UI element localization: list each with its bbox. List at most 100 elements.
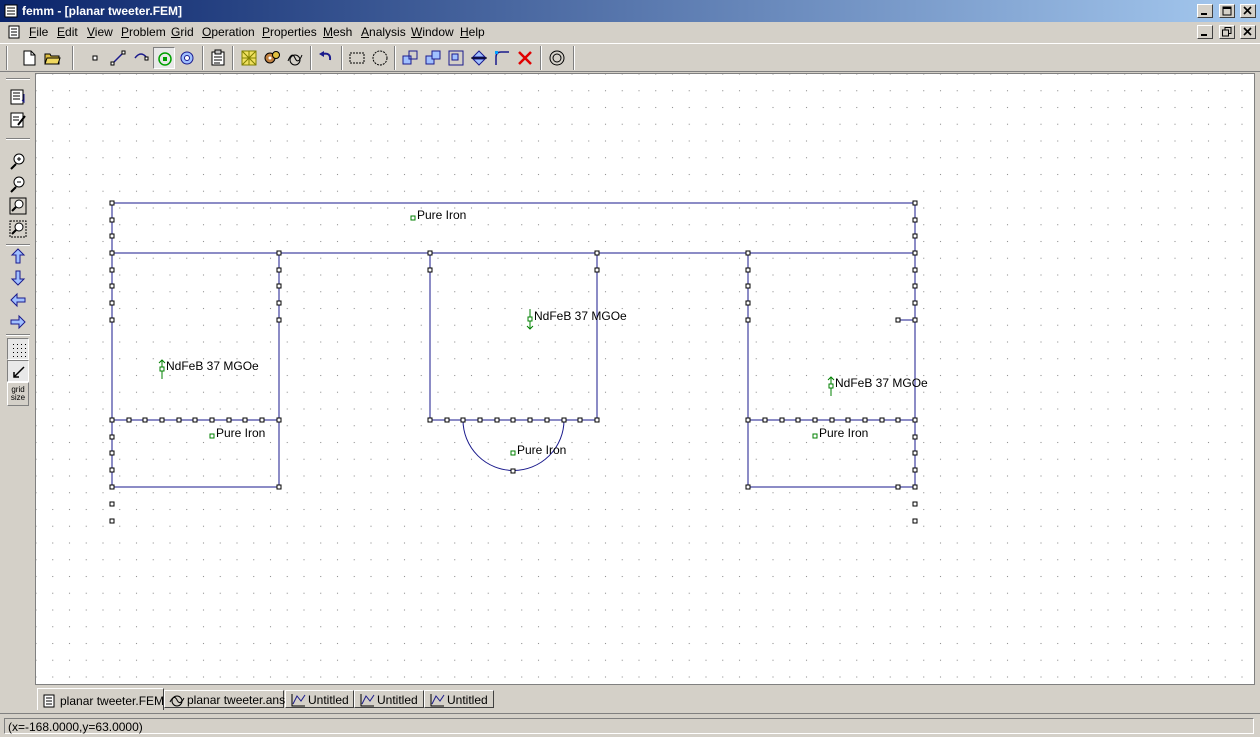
move-button[interactable] <box>399 47 421 69</box>
tab-untitled-3[interactable]: Untitled <box>424 690 494 708</box>
node-point[interactable] <box>109 467 115 473</box>
node-point[interactable] <box>745 417 751 423</box>
node-point[interactable] <box>109 501 115 507</box>
node-point[interactable] <box>862 417 868 423</box>
node-point[interactable] <box>494 417 500 423</box>
node-point[interactable] <box>812 417 818 423</box>
node-point[interactable] <box>510 468 516 474</box>
node-point[interactable] <box>745 250 751 256</box>
menu-file[interactable]: File <box>29 25 49 39</box>
node-point[interactable] <box>109 417 115 423</box>
node-point[interactable] <box>745 267 751 273</box>
node-point[interactable] <box>226 417 232 423</box>
block-label-pure-iron-top[interactable]: Pure Iron <box>410 208 466 222</box>
drawing-canvas[interactable]: Pure Iron NdFeB 37 MGOe NdFeB 37 MGOe Nd… <box>35 73 1255 685</box>
node-point[interactable] <box>912 434 918 440</box>
node-point[interactable] <box>762 417 768 423</box>
node-point[interactable] <box>845 417 851 423</box>
doc-minimize-button[interactable] <box>1197 25 1214 39</box>
node-point[interactable] <box>912 233 918 239</box>
menu-grid[interactable]: Grid <box>171 25 194 39</box>
block-label-mode-button[interactable] <box>153 47 175 69</box>
node-point[interactable] <box>109 450 115 456</box>
node-point[interactable] <box>594 250 600 256</box>
block-label-ndfeb-right[interactable]: NdFeB 37 MGOe <box>828 376 928 390</box>
block-label-pure-iron-right[interactable]: Pure Iron <box>812 426 868 440</box>
create-mesh-button[interactable] <box>238 47 260 69</box>
node-point[interactable] <box>912 467 918 473</box>
model-drawing[interactable]: Pure Iron NdFeB 37 MGOe NdFeB 37 MGOe Nd… <box>36 74 1254 684</box>
snap-grid-button[interactable] <box>7 360 29 382</box>
node-point[interactable] <box>276 317 282 323</box>
select-circle-button[interactable] <box>369 47 391 69</box>
node-point[interactable] <box>460 417 466 423</box>
node-point[interactable] <box>142 417 148 423</box>
select-box-button[interactable] <box>346 47 368 69</box>
node-point[interactable] <box>895 417 901 423</box>
node-point[interactable] <box>209 417 215 423</box>
node-mode-button[interactable] <box>84 47 106 69</box>
menu-edit[interactable]: Edit <box>57 25 78 39</box>
node-point[interactable] <box>745 484 751 490</box>
arc-segment-mode-button[interactable] <box>130 47 152 69</box>
node-point[interactable] <box>109 233 115 239</box>
node-point[interactable] <box>544 417 550 423</box>
menu-properties[interactable]: Properties <box>262 25 317 39</box>
fillet-button[interactable] <box>491 47 513 69</box>
menu-help[interactable]: Help <box>460 25 485 39</box>
node-point[interactable] <box>109 300 115 306</box>
block-label-pure-iron-left[interactable]: Pure Iron <box>209 426 265 440</box>
show-grid-button[interactable] <box>7 338 29 360</box>
maximize-button[interactable] <box>1218 4 1235 18</box>
node-point[interactable] <box>276 283 282 289</box>
menu-mesh[interactable]: Mesh <box>323 25 353 39</box>
node-point[interactable] <box>109 200 115 206</box>
block-label-ndfeb-left[interactable]: NdFeB 37 MGOe <box>159 359 259 373</box>
node-point[interactable] <box>109 317 115 323</box>
view-results-button[interactable] <box>284 47 306 69</box>
node-point[interactable] <box>126 417 132 423</box>
show-block-names-button[interactable] <box>7 86 29 108</box>
node-point[interactable] <box>912 283 918 289</box>
node-point[interactable] <box>912 300 918 306</box>
node-point[interactable] <box>745 300 751 306</box>
tab-planar-tweeter-ans[interactable]: planar tweeter.ans <box>164 690 285 708</box>
node-point[interactable] <box>276 267 282 273</box>
menu-analysis[interactable]: Analysis <box>361 25 406 39</box>
tab-untitled-1[interactable]: Untitled <box>285 690 354 708</box>
node-point[interactable] <box>895 317 901 323</box>
node-point[interactable] <box>444 417 450 423</box>
node-point[interactable] <box>109 217 115 223</box>
node-point[interactable] <box>477 417 483 423</box>
zoom-window-button[interactable] <box>7 218 29 240</box>
node-point[interactable] <box>427 250 433 256</box>
node-point[interactable] <box>745 317 751 323</box>
node-point[interactable] <box>276 250 282 256</box>
node-point[interactable] <box>109 283 115 289</box>
open-file-button[interactable] <box>41 47 63 69</box>
menu-view[interactable]: View <box>87 25 113 39</box>
document-icon[interactable] <box>8 25 20 39</box>
node-point[interactable] <box>912 267 918 273</box>
node-point[interactable] <box>109 250 115 256</box>
zoom-natural-button[interactable] <box>7 195 29 217</box>
node-point[interactable] <box>912 450 918 456</box>
pan-down-button[interactable] <box>7 267 29 289</box>
node-point[interactable] <box>176 417 182 423</box>
node-point[interactable] <box>259 417 265 423</box>
title-bar[interactable]: femm - [planar tweeter.FEM] <box>0 0 1260 22</box>
node-point[interactable] <box>912 417 918 423</box>
node-point[interactable] <box>795 417 801 423</box>
block-label-ndfeb-center[interactable]: NdFeB 37 MGOe <box>527 309 627 323</box>
menu-window[interactable]: Window <box>411 25 454 39</box>
pan-left-button[interactable] <box>7 289 29 311</box>
node-point[interactable] <box>276 484 282 490</box>
copy-button[interactable] <box>422 47 444 69</box>
node-point[interactable] <box>276 417 282 423</box>
node-point[interactable] <box>577 417 583 423</box>
tab-untitled-2[interactable]: Untitled <box>354 690 424 708</box>
node-point[interactable] <box>594 267 600 273</box>
node-point[interactable] <box>427 417 433 423</box>
pan-right-button[interactable] <box>7 311 29 333</box>
node-point[interactable] <box>779 417 785 423</box>
